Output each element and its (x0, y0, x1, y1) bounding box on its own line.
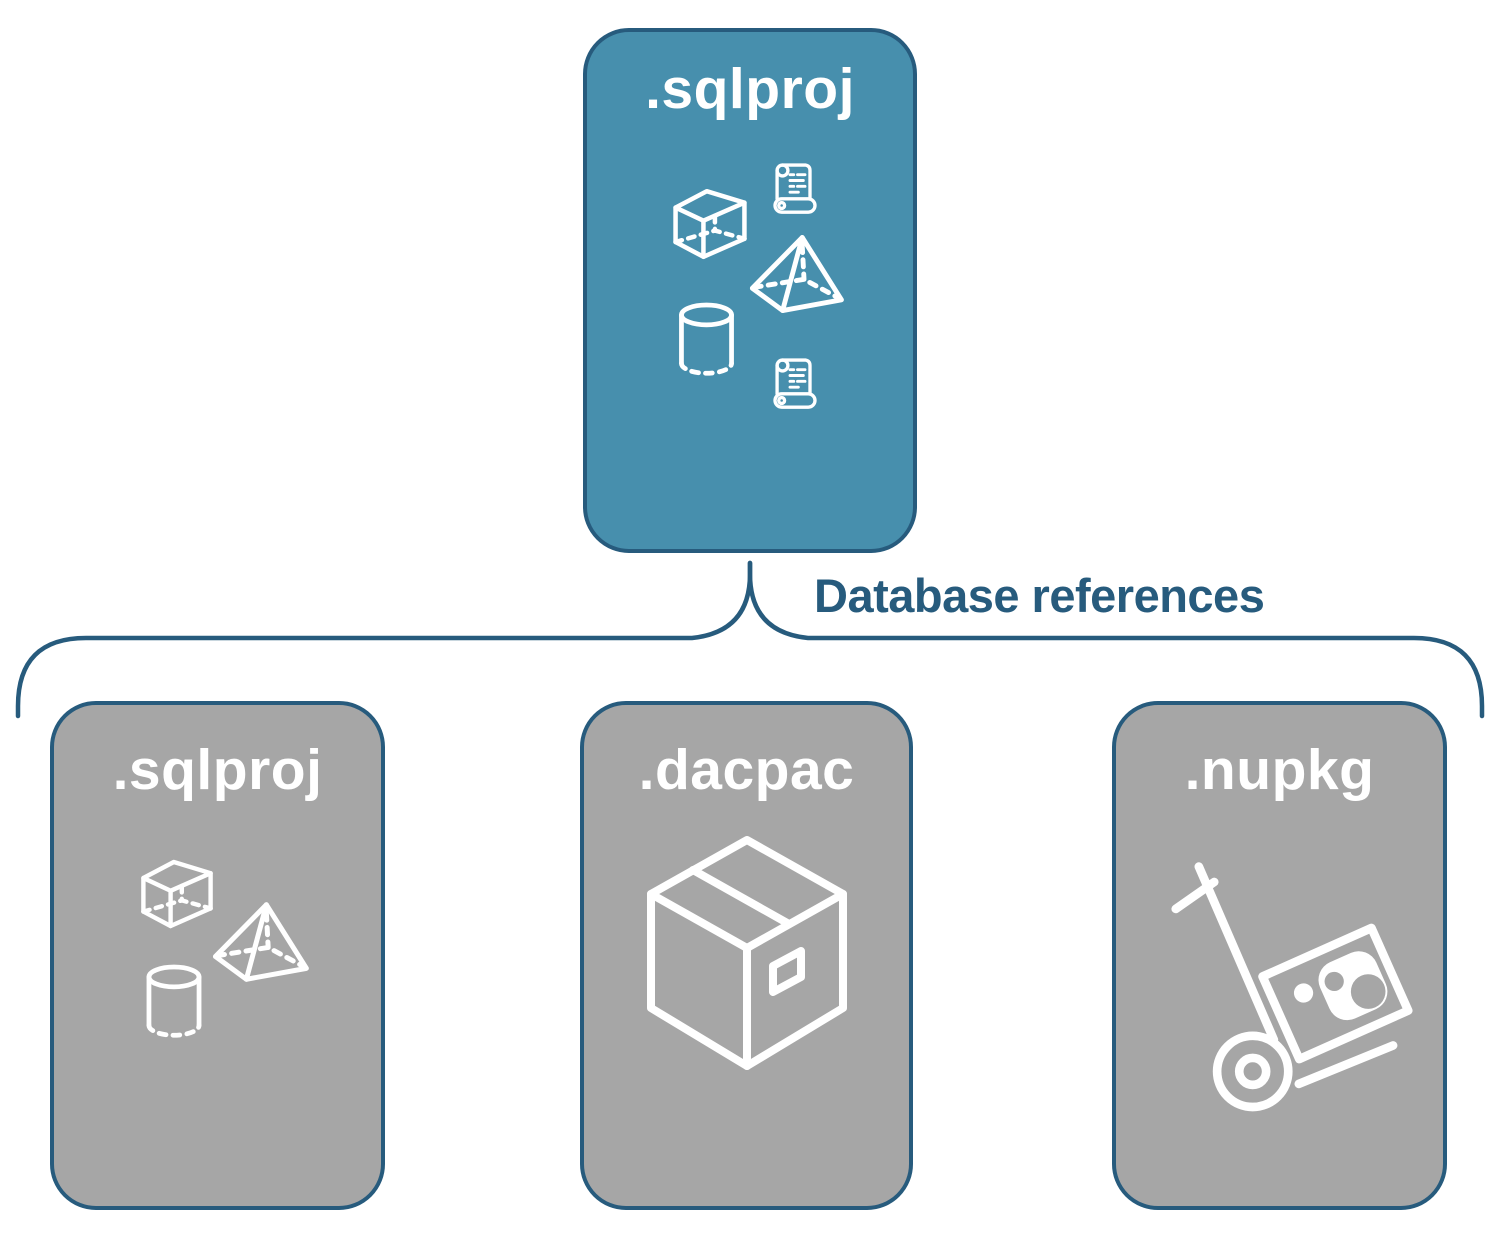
card-nupkg-reference: .nupkg (1112, 701, 1447, 1210)
card-dacpac-reference-title: .dacpac (638, 738, 855, 802)
cylinder-icon (143, 964, 205, 1040)
cylinder-icon (675, 302, 738, 378)
pyramid-icon (747, 232, 845, 316)
cube-icon (135, 854, 219, 934)
nuget-hand-truck-icon (1170, 846, 1420, 1118)
card-dacpac-reference: .dacpac (580, 701, 913, 1210)
card-nupkg-reference-title: .nupkg (1184, 738, 1375, 802)
connector-label: Database references (814, 569, 1265, 622)
pyramid-icon (210, 899, 310, 985)
cube-icon (667, 183, 753, 265)
card-sqlproj-reference: .sqlproj (50, 701, 385, 1210)
card-sqlproj-reference-title: .sqlproj (112, 738, 323, 802)
connector-left-branch (15, 560, 753, 719)
script-scroll-icon (770, 355, 820, 411)
connector-right-branch (747, 560, 1485, 719)
package-box-icon (627, 826, 867, 1086)
card-sqlproj-root: .sqlproj (583, 28, 917, 553)
card-sqlproj-root-title: .sqlproj (645, 57, 855, 121)
script-scroll-icon (770, 160, 820, 216)
